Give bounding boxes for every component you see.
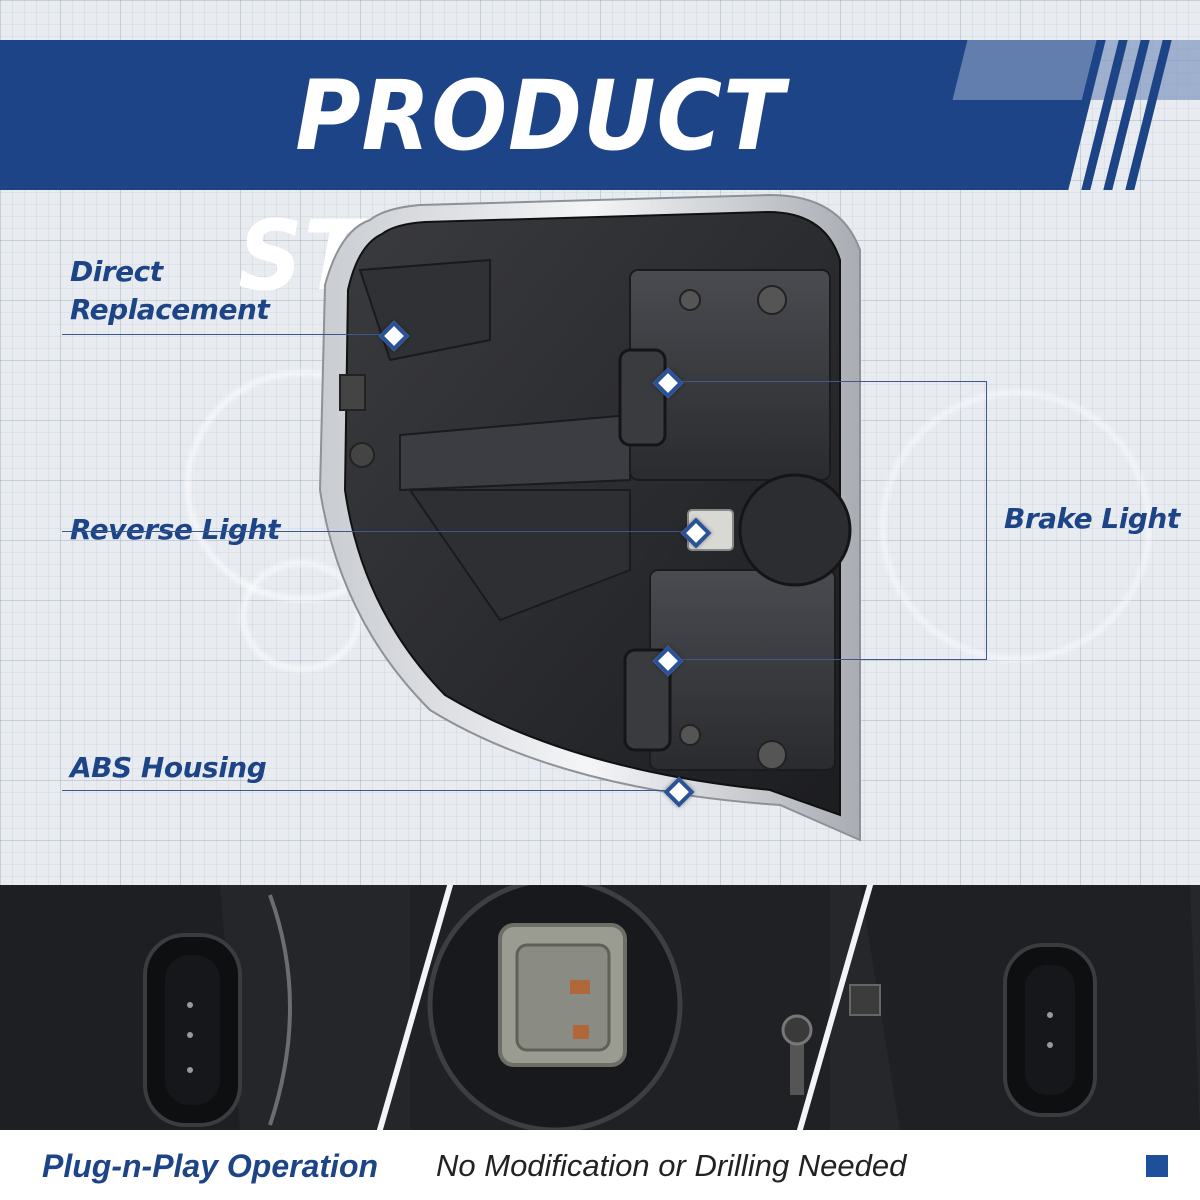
footer-bar	[0, 1130, 1200, 1200]
callout-brake-light: Brake Light	[1004, 502, 1180, 535]
page-title: PRODUCT STRUCTURE	[238, 60, 841, 312]
detail-photo-strip	[0, 885, 1200, 1130]
callout-direct-replacement-line1: Direct	[70, 255, 163, 288]
ghost-headlight-ring-inner	[240, 560, 362, 672]
tail-light-housing-image	[318, 193, 861, 842]
footer-highlight: Plug-n-Play Operation	[42, 1148, 379, 1184]
detail-photo-brake-connector	[0, 885, 415, 1130]
callout-reverse-light: Reverse Light	[70, 513, 280, 546]
leader-brake-light-top	[666, 381, 986, 382]
ghost-headlight-ring-right	[880, 390, 1152, 662]
detail-photo-brake-connector-lower	[830, 885, 1200, 1130]
callout-direct-replacement-line2: Replacement	[70, 293, 270, 326]
leader-abs-housing	[62, 790, 672, 791]
leader-brake-light-vertical	[986, 381, 987, 660]
footer-text: No Modification or Drilling Needed	[436, 1148, 907, 1183]
footer-square-icon	[1146, 1155, 1168, 1177]
leader-reverse-light	[62, 531, 692, 532]
leader-direct-replacement	[62, 334, 392, 335]
callout-abs-housing: ABS Housing	[70, 751, 267, 784]
banner-stripes	[1059, 40, 1186, 190]
leader-brake-light-bottom	[666, 659, 986, 660]
detail-photo-reverse-socket	[410, 885, 835, 1130]
